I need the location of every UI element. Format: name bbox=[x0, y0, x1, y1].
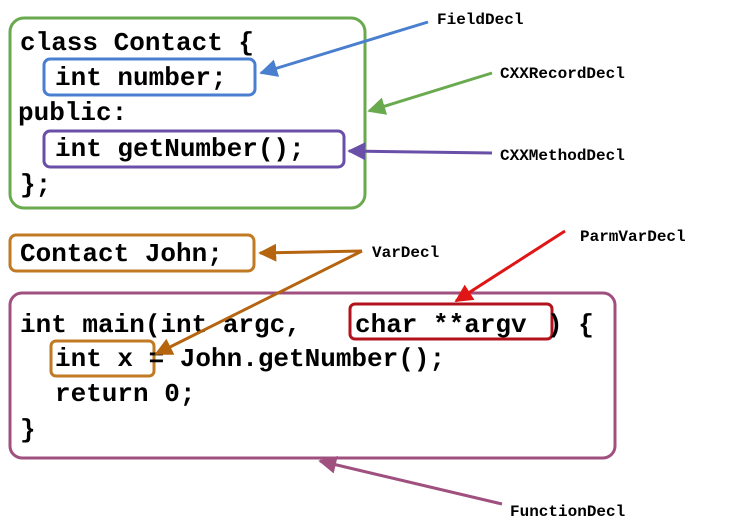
record-decl-arrow bbox=[367, 71, 493, 115]
method-decl-arrow bbox=[347, 142, 493, 161]
var-line: Contact John; bbox=[20, 239, 223, 269]
class-line: class Contact { bbox=[20, 28, 254, 58]
public-line: public: bbox=[18, 98, 127, 128]
return-line: return 0; bbox=[55, 379, 195, 409]
method-decl-label: CXXMethodDecl bbox=[500, 147, 625, 165]
var-decl-arrow-top bbox=[258, 243, 363, 262]
field-line: int number; bbox=[55, 63, 227, 93]
record-decl-label: CXXRecordDecl bbox=[500, 65, 625, 83]
main-suffix: ) { bbox=[547, 310, 594, 340]
var-decl-arrow-bottom bbox=[154, 249, 363, 356]
parm-var-decl-box bbox=[348, 302, 554, 341]
x-rest: = John.getNumber(); bbox=[133, 344, 445, 374]
function-decl-arrow bbox=[318, 455, 503, 506]
x-var-decl-box bbox=[49, 339, 156, 378]
var-decl-label: VarDecl bbox=[372, 244, 439, 262]
var-decl-box bbox=[8, 233, 256, 273]
record-decl-box bbox=[8, 16, 367, 210]
function-decl-label: FunctionDecl bbox=[510, 503, 625, 521]
main-prefix: int main(int argc, bbox=[20, 310, 316, 340]
main-param: char **argv bbox=[355, 310, 527, 340]
x-decl: int x bbox=[55, 344, 133, 374]
parm-var-decl-arrow bbox=[454, 229, 566, 303]
main-close: } bbox=[20, 415, 36, 445]
method-decl-box bbox=[42, 129, 346, 169]
method-line: int getNumber(); bbox=[55, 134, 305, 164]
field-decl-label: FieldDecl bbox=[437, 11, 523, 29]
parm-var-decl-label: ParmVarDecl bbox=[580, 228, 686, 246]
field-decl-arrow bbox=[259, 20, 429, 77]
function-decl-box bbox=[8, 291, 617, 460]
class-close: }; bbox=[20, 170, 51, 200]
field-decl-box bbox=[42, 57, 257, 97]
